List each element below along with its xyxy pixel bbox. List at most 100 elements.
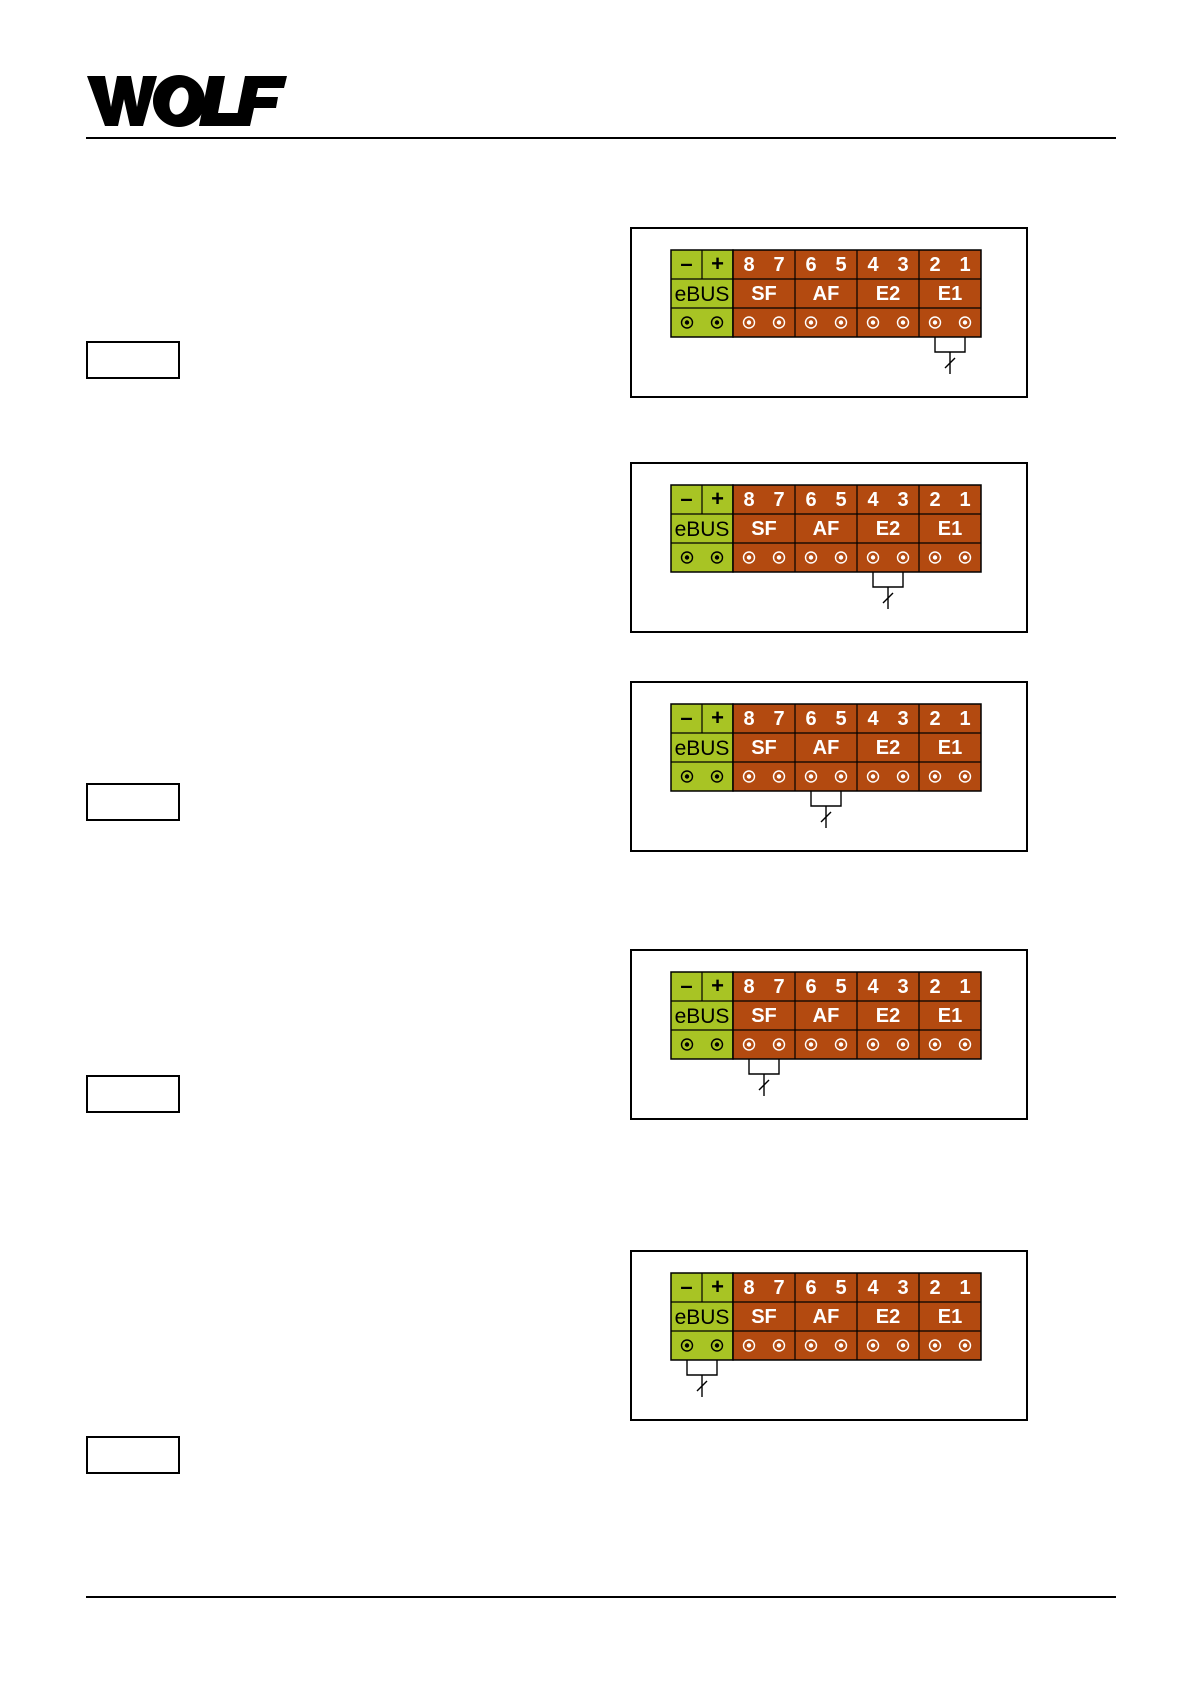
terminal-screw-inner <box>932 774 938 779</box>
terminal-screw-outer <box>866 1339 880 1352</box>
terminal-screw-inner <box>932 555 938 560</box>
group-label-af: AF <box>813 283 840 305</box>
terminal-screw-inner <box>838 320 844 325</box>
ebus-polarity-label: – <box>680 251 692 276</box>
group-label-e1: E1 <box>938 737 962 759</box>
terminal-number: 5 <box>835 1277 846 1299</box>
terminal-screw-inner <box>808 1343 814 1348</box>
terminal-screw-outer <box>710 316 724 329</box>
terminal-number: 7 <box>773 708 784 730</box>
terminal-number: 1 <box>959 1277 970 1299</box>
terminal-screw-outer <box>680 1339 694 1352</box>
terminal-screw-outer <box>772 551 786 564</box>
terminal-screw-inner <box>870 555 876 560</box>
bridge-wire <box>872 572 904 588</box>
terminal-number: 8 <box>743 708 754 730</box>
group-label-e2: E2 <box>876 737 900 759</box>
terminal-screw-inner <box>838 555 844 560</box>
terminal-screw-inner <box>962 555 968 560</box>
ebus-label: eBUS <box>675 283 730 306</box>
terminal-screw-outer <box>896 1038 910 1051</box>
ebus-polarity-label: – <box>680 973 692 998</box>
terminal-number: 1 <box>959 708 970 730</box>
terminal-screw-outer <box>710 1339 724 1352</box>
terminal-screw-outer <box>896 1339 910 1352</box>
terminal-screw-inner <box>962 774 968 779</box>
terminal-screw-outer <box>834 316 848 329</box>
terminal-number: 6 <box>805 1277 816 1299</box>
terminal-screw-inner <box>962 320 968 325</box>
group-label-e2: E2 <box>876 1005 900 1027</box>
terminal-number: 4 <box>867 1277 879 1299</box>
bridge-wire <box>934 337 966 353</box>
terminal-number: 3 <box>897 976 908 998</box>
ebus-polarity-label: – <box>680 1274 692 1299</box>
group-label-sf: SF <box>751 283 777 305</box>
terminal-screw-outer <box>772 316 786 329</box>
wolf-logo <box>87 73 287 129</box>
bridge-tick <box>758 1079 770 1091</box>
terminal-screw-inner <box>684 320 690 325</box>
terminal-number: 4 <box>867 254 879 276</box>
terminal-screw-inner <box>838 1042 844 1047</box>
terminal-screw-outer <box>680 316 694 329</box>
terminal-screw-outer <box>958 316 972 329</box>
terminal-screw-inner <box>808 774 814 779</box>
ebus-label: eBUS <box>675 518 730 541</box>
terminal-screw-outer <box>772 1038 786 1051</box>
group-label-e1: E1 <box>938 1005 962 1027</box>
terminal-number: 7 <box>773 254 784 276</box>
terminal-screw-outer <box>742 1038 756 1051</box>
group-label-e2: E2 <box>876 283 900 305</box>
terminal-number: 1 <box>959 489 970 511</box>
terminal-screw-outer <box>866 770 880 783</box>
terminal-number: 3 <box>897 254 908 276</box>
group-label-af: AF <box>813 518 840 540</box>
ebus-polarity-label: – <box>680 705 692 730</box>
group-label-sf: SF <box>751 1306 777 1328</box>
terminal-screw-outer <box>928 770 942 783</box>
terminal-screw-outer <box>834 1339 848 1352</box>
terminal-number: 6 <box>805 254 816 276</box>
terminal-screw-inner <box>684 774 690 779</box>
terminal-screw-outer <box>928 316 942 329</box>
terminal-screw-outer <box>928 1339 942 1352</box>
terminal-number: 2 <box>929 254 940 276</box>
terminal-screw-inner <box>746 320 752 325</box>
terminal-screw-inner <box>808 555 814 560</box>
terminal-screw-inner <box>900 1343 906 1348</box>
ebus-polarity-label: + <box>711 486 724 511</box>
terminal-screw-outer <box>928 551 942 564</box>
terminal-screw-outer <box>710 1038 724 1051</box>
terminal-screw-outer <box>804 1339 818 1352</box>
terminal-number: 5 <box>835 489 846 511</box>
terminal-screw-outer <box>710 770 724 783</box>
group-label-sf: SF <box>751 737 777 759</box>
terminal-screw-inner <box>838 1343 844 1348</box>
terminal-screw-inner <box>776 1042 782 1047</box>
terminal-screw-inner <box>684 555 690 560</box>
terminal-screw-inner <box>684 1042 690 1047</box>
terminal-screw-outer <box>804 1038 818 1051</box>
terminal-screw-inner <box>714 555 720 560</box>
side-box <box>86 1075 180 1113</box>
terminal-number: 2 <box>929 489 940 511</box>
terminal-screw-outer <box>928 1038 942 1051</box>
terminal-screw-inner <box>714 1042 720 1047</box>
terminal-screw-inner <box>900 320 906 325</box>
ebus-polarity-label: + <box>711 973 724 998</box>
terminal-number: 1 <box>959 976 970 998</box>
terminal-number: 3 <box>897 1277 908 1299</box>
group-label-e2: E2 <box>876 1306 900 1328</box>
terminal-screw-inner <box>962 1343 968 1348</box>
bridge-tick <box>820 811 832 823</box>
terminal-screw-outer <box>772 770 786 783</box>
bridge-wire <box>686 1360 718 1376</box>
terminal-screw-outer <box>680 551 694 564</box>
terminal-screw-inner <box>776 320 782 325</box>
terminal-screw-outer <box>804 551 818 564</box>
terminal-screw-inner <box>870 1042 876 1047</box>
terminal-number: 3 <box>897 708 908 730</box>
terminal-screw-outer <box>834 770 848 783</box>
terminal-screw-outer <box>804 316 818 329</box>
